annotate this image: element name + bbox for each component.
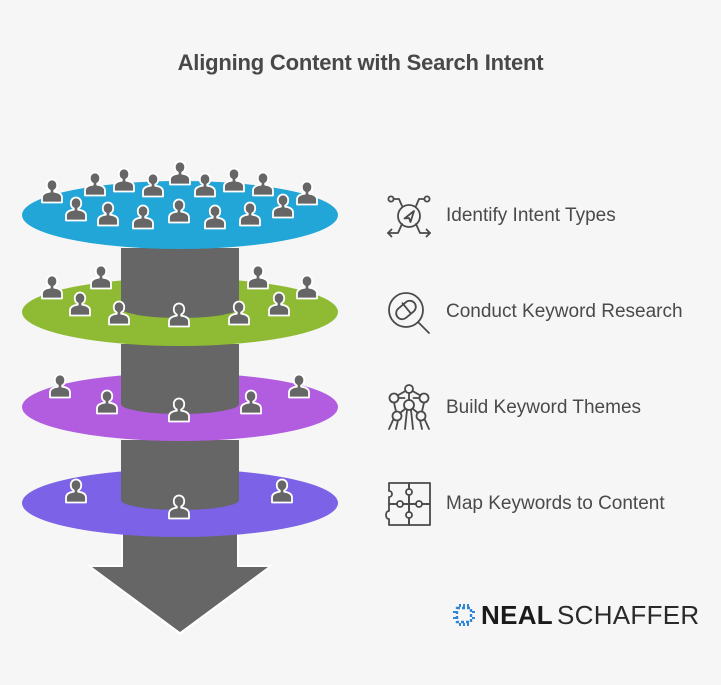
person-icon	[41, 178, 63, 204]
compass-navigation-icon	[387, 195, 431, 238]
step-label: Identify Intent Types	[446, 205, 616, 226]
diagram-title: Aligning Content with Search Intent	[177, 50, 544, 75]
layer-4-disc	[22, 440, 338, 537]
person-icon	[84, 171, 106, 197]
step-build-keyword-themes: Build Keyword Themes	[384, 383, 641, 433]
funnel-stack-graphic	[22, 160, 338, 635]
brand-first-name: NEAL	[481, 599, 553, 630]
person-icon	[41, 274, 63, 300]
layer-3-disc	[22, 344, 338, 441]
person-icon	[296, 274, 318, 300]
down-arrow-icon	[87, 530, 273, 635]
person-icon	[90, 264, 112, 290]
step-label: Conduct Keyword Research	[446, 301, 683, 322]
brand-last-name: SCHAFFER	[556, 599, 700, 630]
molecule-structure-icon	[388, 384, 430, 430]
chip-logo-icon	[453, 604, 475, 626]
layer-2-disc	[22, 248, 338, 346]
step-label: Build Keyword Themes	[446, 397, 642, 418]
person-icon	[247, 264, 269, 290]
person-icon	[223, 167, 245, 193]
step-label: Map Keywords to Content	[446, 493, 665, 514]
step-map-keywords-to-content: Map Keywords to Content	[384, 479, 665, 529]
brand-logo: NEAL SCHAFFER	[453, 600, 700, 630]
person-icon	[169, 160, 191, 186]
step-conduct-keyword-research: Conduct Keyword Research	[384, 287, 683, 337]
puzzle-pieces-icon	[385, 482, 431, 526]
magnifier-pill-icon	[388, 292, 430, 334]
person-icon	[113, 167, 135, 193]
person-icon	[252, 171, 274, 197]
layer-1-disc	[22, 160, 338, 249]
step-identify-intent-types: Identify Intent Types	[384, 191, 616, 241]
